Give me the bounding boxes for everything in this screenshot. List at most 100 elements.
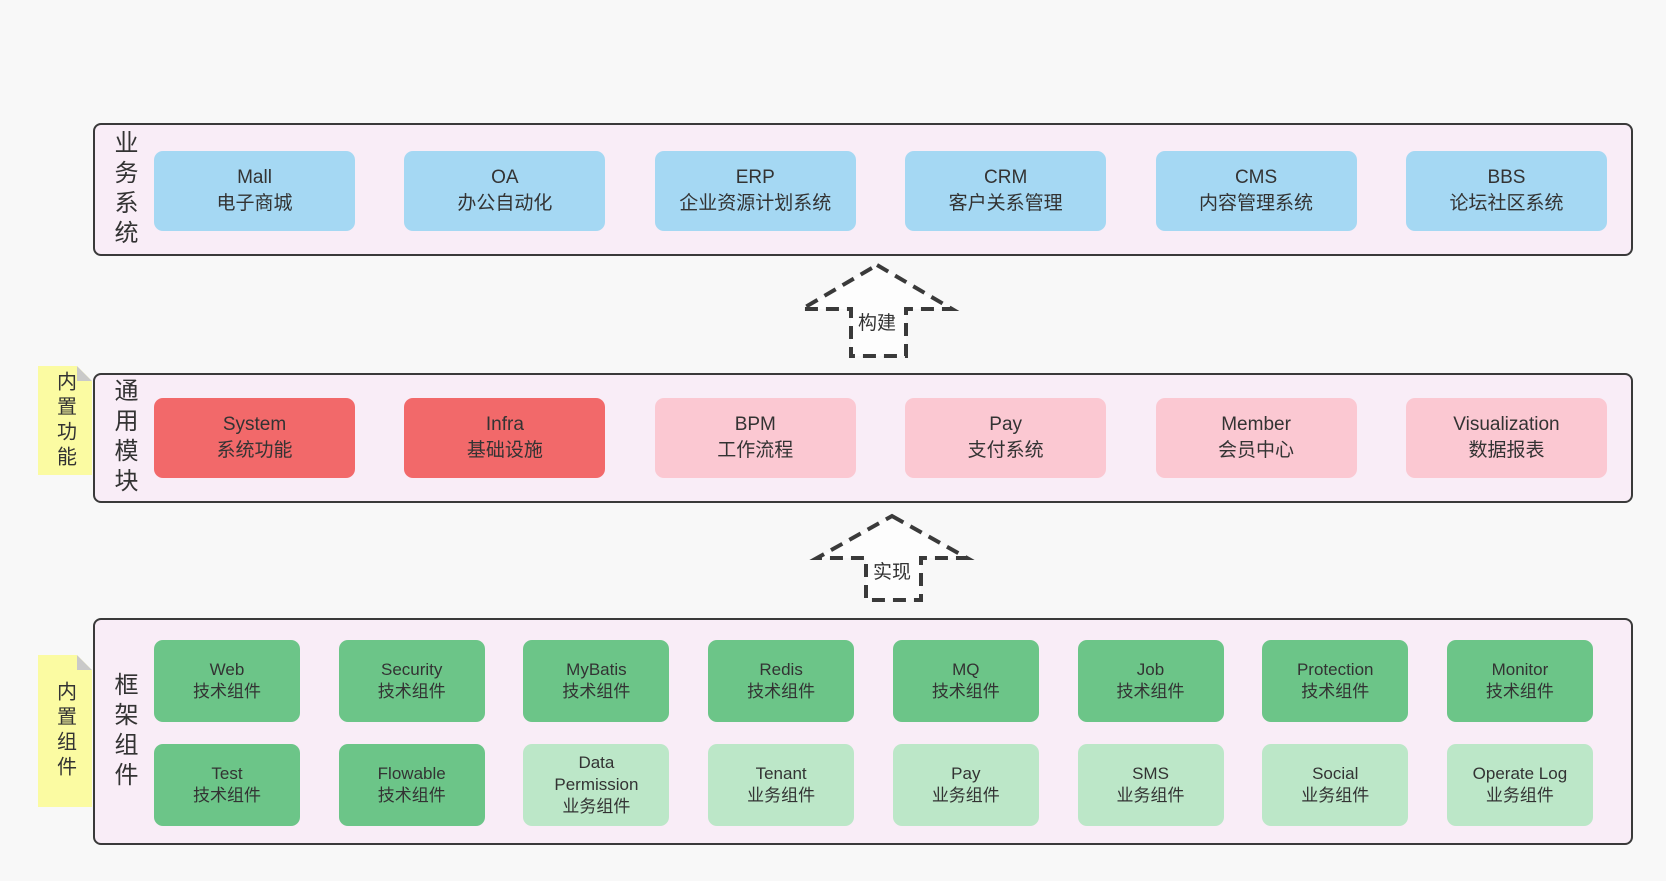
box-title: Infra xyxy=(485,414,524,436)
box-subtitle: 技术组件 xyxy=(1301,682,1370,701)
box-test: Test 技术组件 xyxy=(154,744,300,826)
arrow-outline xyxy=(809,513,975,602)
common-modules-row: System 系统功能 Infra 基础设施 BPM 工作流程 Pay 支付系统… xyxy=(154,398,1607,478)
box-flowable: Flowable 技术组件 xyxy=(338,744,485,826)
note-label-built-in-components: 内置组件 xyxy=(53,681,76,781)
box-subtitle: 工作流程 xyxy=(717,440,794,461)
business-systems-row: Mall 电子商城 OA 办公自动化 ERP 企业资源计划系统 CRM 客户关系… xyxy=(154,151,1607,231)
box-title: OA xyxy=(491,167,519,189)
box-pay-component: Pay 业务组件 xyxy=(892,744,1039,826)
box-title: Mall xyxy=(237,167,272,189)
box-system: System 系统功能 xyxy=(154,398,355,478)
box-title: Social xyxy=(1312,763,1359,783)
box-pay-system: Pay 支付系统 xyxy=(905,398,1107,478)
box-subtitle: 会员中心 xyxy=(1218,440,1295,461)
box-title: Member xyxy=(1221,414,1291,436)
box-subtitle: 技术组件 xyxy=(377,786,446,805)
box-title: System xyxy=(222,414,287,436)
band-label-framework-components: 框架组件 xyxy=(110,671,137,792)
box-subtitle: 业务组件 xyxy=(562,797,631,817)
box-subtitle: 业务组件 xyxy=(1485,786,1554,805)
box-title: BPM xyxy=(734,414,776,436)
box-social: Social 业务组件 xyxy=(1262,744,1409,826)
box-mall: Mall 电子商城 xyxy=(154,151,355,231)
box-title: Protection xyxy=(1296,659,1374,679)
box-title: Test xyxy=(211,763,243,783)
box-subtitle: 系统功能 xyxy=(216,440,293,461)
box-subtitle: 论坛社区系统 xyxy=(1449,193,1564,214)
box-title: Monitor xyxy=(1491,659,1549,679)
arrow-label-bg xyxy=(869,559,916,584)
box-subtitle: 企业资源计划系统 xyxy=(679,193,832,214)
box-web: Web 技术组件 xyxy=(154,640,300,722)
box-subtitle: 技术组件 xyxy=(747,682,816,701)
box-subtitle: 数据报表 xyxy=(1468,440,1545,461)
box-oa: OA 办公自动化 xyxy=(404,151,606,231)
band-common-modules: 通用模块 System 系统功能 Infra 基础设施 BPM 工作流程 Pay… xyxy=(93,373,1633,503)
box-subtitle: 技术组件 xyxy=(1485,682,1554,701)
box-title: Pay xyxy=(951,763,981,783)
arrow-label-implement: 实现 xyxy=(873,561,911,583)
framework-components-row-2: Test 技术组件 Flowable 技术组件 Data Permission … xyxy=(154,744,1593,826)
box-bbs: BBS 论坛社区系统 xyxy=(1405,151,1607,231)
box-title: Pay xyxy=(989,414,1023,436)
box-member: Member 会员中心 xyxy=(1155,398,1357,478)
band-business-systems: 业务系统 Mall 电子商城 OA 办公自动化 ERP 企业资源计划系统 CRM… xyxy=(93,123,1633,256)
box-title: Visualization xyxy=(1453,414,1560,436)
box-subtitle: 业务组件 xyxy=(1301,786,1370,805)
box-protection: Protection 技术组件 xyxy=(1262,640,1409,722)
box-subtitle: 技术组件 xyxy=(562,682,631,701)
box-title: MyBatis xyxy=(566,659,627,679)
box-infra: Infra 基础设施 xyxy=(404,398,606,478)
box-subtitle: 基础设施 xyxy=(466,440,543,461)
box-title: Web xyxy=(209,659,245,679)
implement-up-arrow-icon: 实现 xyxy=(809,513,975,602)
sticky-note-built-in-components: 内置组件 xyxy=(38,655,92,807)
band-label-common-modules: 通用模块 xyxy=(110,378,137,498)
box-visualization: Visualization 数据报表 xyxy=(1405,398,1607,478)
box-bpm: BPM 工作流程 xyxy=(654,398,856,478)
box-title: CMS xyxy=(1234,167,1278,189)
box-cms: CMS 内容管理系统 xyxy=(1155,151,1357,231)
box-subtitle: 业务组件 xyxy=(1116,786,1185,805)
box-title: CRM xyxy=(984,167,1028,189)
box-tenant: Tenant 业务组件 xyxy=(708,744,855,826)
arrow-label-bg xyxy=(854,310,901,335)
box-title: BBS xyxy=(1487,167,1526,189)
box-subtitle: 办公自动化 xyxy=(457,193,553,214)
framework-components-row-1: Web 技术组件 Security 技术组件 MyBatis 技术组件 Redi… xyxy=(154,640,1593,722)
box-subtitle: 电子商城 xyxy=(216,193,293,214)
box-title: Data Permission xyxy=(554,752,639,794)
box-title: Redis xyxy=(759,659,803,679)
box-monitor: Monitor 技术组件 xyxy=(1446,640,1593,722)
box-subtitle: 技术组件 xyxy=(193,682,261,701)
box-title: Tenant xyxy=(755,763,807,783)
box-security: Security 技术组件 xyxy=(338,640,485,722)
box-erp: ERP 企业资源计划系统 xyxy=(654,151,856,231)
sticky-note-built-in-features: 内置功能 xyxy=(38,366,92,475)
box-subtitle: 技术组件 xyxy=(931,682,1000,701)
box-title: SMS xyxy=(1132,763,1169,783)
box-redis: Redis 技术组件 xyxy=(708,640,855,722)
note-fold-icon xyxy=(77,655,92,670)
box-title: Operate Log xyxy=(1472,763,1568,783)
box-mq: MQ 技术组件 xyxy=(892,640,1039,722)
box-data-permission: Data Permission 业务组件 xyxy=(523,744,670,826)
box-title: MQ xyxy=(952,659,980,679)
band-label-business-systems: 业务系统 xyxy=(110,129,137,250)
note-fold-icon xyxy=(77,366,92,381)
box-sms: SMS 业务组件 xyxy=(1077,744,1224,826)
box-title: Job xyxy=(1136,659,1165,679)
arrow-label-build: 构建 xyxy=(858,312,896,334)
box-title: Flowable xyxy=(377,763,446,783)
box-title: Security xyxy=(380,659,443,679)
box-job: Job 技术组件 xyxy=(1077,640,1224,722)
box-subtitle: 业务组件 xyxy=(747,786,816,805)
box-subtitle: 客户关系管理 xyxy=(948,193,1063,214)
note-label-built-in-features: 内置功能 xyxy=(53,370,76,471)
box-operate-log: Operate Log 业务组件 xyxy=(1446,744,1593,826)
box-subtitle: 支付系统 xyxy=(967,440,1044,461)
box-title: ERP xyxy=(735,167,775,189)
build-up-arrow-icon: 构建 xyxy=(794,262,960,358)
box-subtitle: 技术组件 xyxy=(377,682,446,701)
